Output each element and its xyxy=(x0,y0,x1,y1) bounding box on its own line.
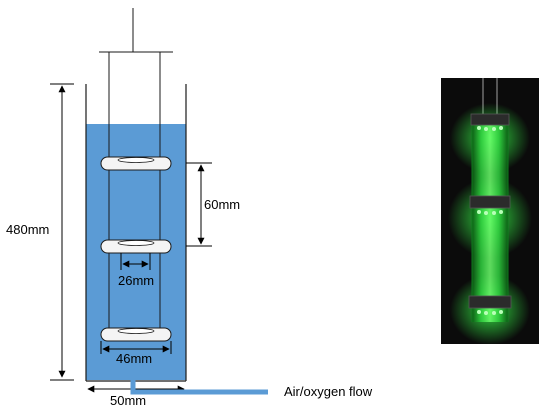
air-inlet-pipe xyxy=(130,380,268,395)
outer-diameter-label: 46mm xyxy=(116,351,152,366)
flow-label: Air/oxygen flow xyxy=(284,384,373,399)
height-label: 480mm xyxy=(6,222,49,237)
inner-diameter-label: 26mm xyxy=(118,273,154,288)
reactor-photo xyxy=(441,78,539,344)
disc-bottom xyxy=(100,327,172,342)
disc-middle xyxy=(100,239,172,254)
width-label: 50mm xyxy=(110,393,146,408)
spacing-label: 60mm xyxy=(204,197,240,212)
disc-top xyxy=(100,156,172,171)
